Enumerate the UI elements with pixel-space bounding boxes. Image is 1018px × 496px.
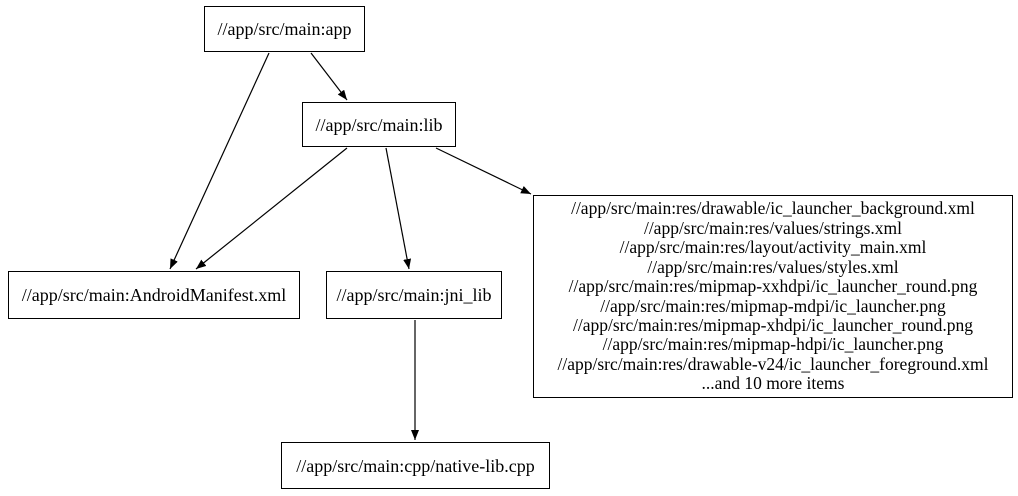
node-app-target: //app/src/main:app — [204, 6, 365, 52]
res-item: //app/src/main:res/mipmap-mdpi/ic_launch… — [600, 295, 946, 316]
node-jni-lib: //app/src/main:jni_lib — [326, 271, 502, 319]
res-item: //app/src/main:res/values/styles.xml — [647, 256, 899, 277]
node-android-manifest-label: //app/src/main:AndroidManifest.xml — [21, 285, 287, 305]
edge-lib-to-manifest — [195, 147, 348, 270]
node-jni-lib-label: //app/src/main:jni_lib — [336, 285, 492, 305]
node-lib-target: //app/src/main:lib — [302, 102, 456, 147]
node-app-label: //app/src/main:app — [217, 19, 352, 39]
res-item: //app/src/main:res/drawable-v24/ic_launc… — [557, 353, 989, 374]
node-android-manifest: //app/src/main:AndroidManifest.xml — [8, 271, 300, 319]
edge-app-to-manifest — [169, 52, 270, 270]
res-item: //app/src/main:res/values/strings.xml — [643, 217, 903, 238]
res-item: //app/src/main:res/layout/activity_main.… — [619, 237, 927, 258]
node-native-lib-cpp: //app/src/main:cpp/native-lib.cpp — [281, 442, 550, 489]
node-lib-label: //app/src/main:lib — [315, 114, 443, 135]
node-res-group: //app/src/main:res/drawable/ic_launcher_… — [533, 195, 1013, 398]
res-more-items: ...and 10 more items — [701, 373, 845, 394]
res-item: //app/src/main:res/mipmap-xhdpi/ic_launc… — [573, 314, 973, 335]
edge-lib-to-res — [435, 147, 532, 195]
res-item: //app/src/main:res/drawable/ic_launcher_… — [571, 198, 975, 219]
res-item: //app/src/main:res/mipmap-hdpi/ic_launch… — [602, 334, 944, 355]
node-native-lib-cpp-label: //app/src/main:cpp/native-lib.cpp — [296, 455, 535, 476]
edge-app-to-lib — [310, 52, 348, 101]
edge-lib-to-jni-lib — [385, 147, 412, 270]
res-item: //app/src/main:res/mipmap-xxhdpi/ic_laun… — [568, 276, 978, 297]
